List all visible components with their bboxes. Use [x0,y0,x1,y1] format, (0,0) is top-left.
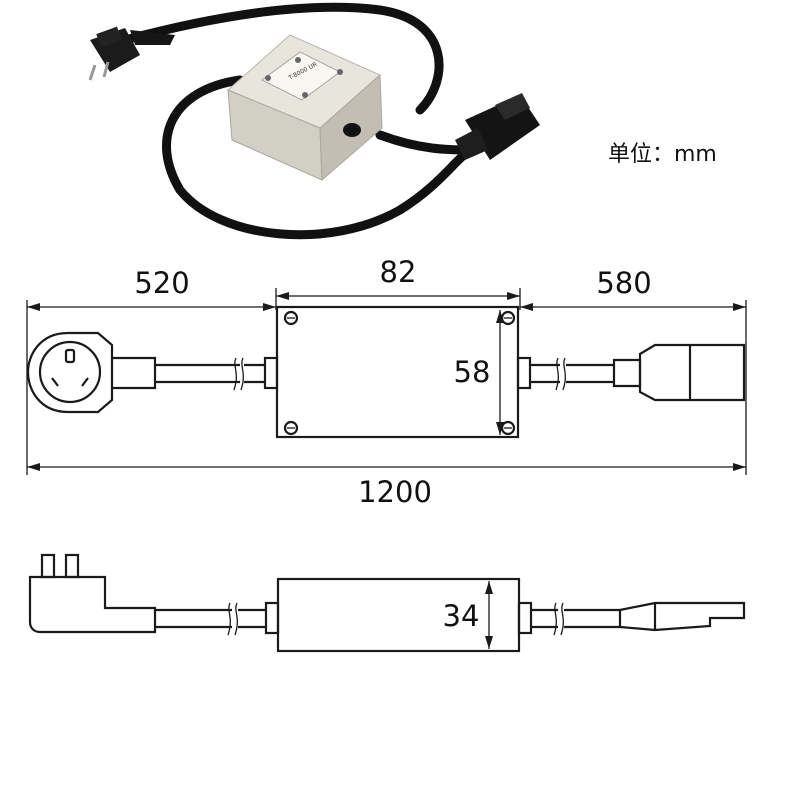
right-cable-side [517,601,620,636]
product-photo: T-8000 UR [88,2,540,240]
dim-line-total-length [27,463,746,471]
dim-right-cable-label: 580 [596,266,651,300]
dim-line-box-width [496,310,504,435]
plug-side-view [28,553,157,634]
iec-connector-side-view [618,601,746,632]
left-cable-side [155,601,280,636]
photo-iec-connector [455,93,540,160]
unit-label: 单位：mm [608,142,717,167]
left-cable [155,356,279,391]
dim-box-height-label: 34 [443,599,480,633]
dim-line-right-cable [520,303,746,311]
dim-box-length-label: 82 [380,255,417,289]
iec-connector-top-view [612,343,746,402]
dim-left-cable-label: 520 [134,266,189,300]
dim-line-left-cable [27,303,276,311]
dim-total-length-label: 1200 [358,475,432,509]
right-cable [516,356,614,391]
dim-line-box-height [485,581,493,649]
top-view: 520 82 580 [26,255,747,509]
photo-box: T-8000 UR [227,34,383,182]
dim-box-width-label: 58 [454,355,491,389]
dim-line-box-length [276,292,520,300]
plug-front-view [26,331,157,414]
photo-plug [88,26,175,81]
side-view: 34 [28,553,746,653]
box-side-view [276,577,521,653]
